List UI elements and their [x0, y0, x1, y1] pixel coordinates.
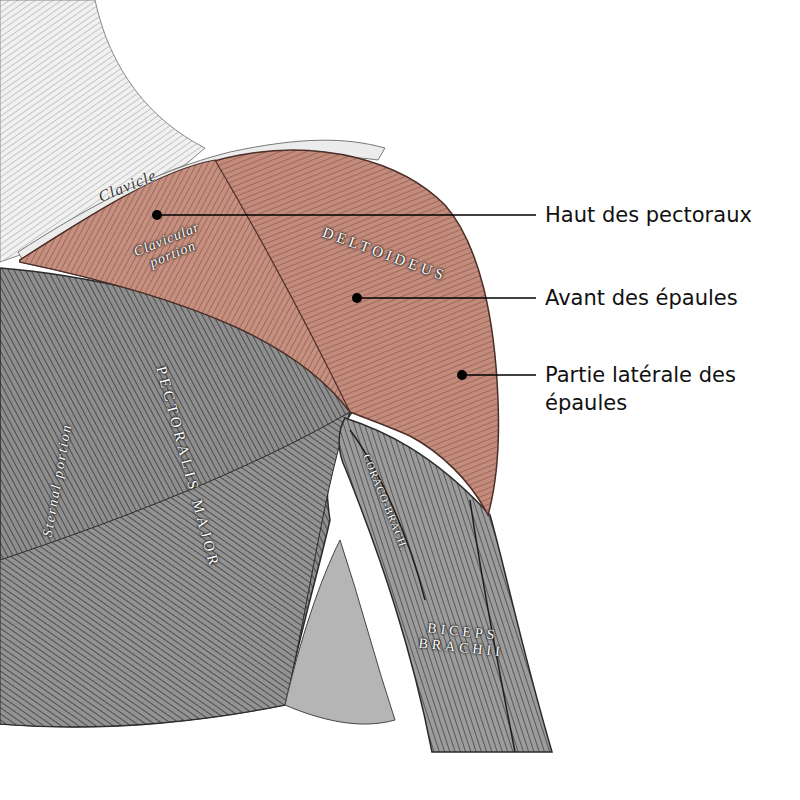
coracobrachialis-border: [350, 430, 425, 600]
callout-label: Avant des épaules: [545, 284, 790, 312]
leader-dot: [152, 210, 162, 220]
leader-line: [157, 214, 536, 216]
arm-muscles: [339, 418, 552, 752]
leader-dot: [352, 293, 362, 303]
leader-dot: [457, 370, 467, 380]
leader-line: [462, 374, 536, 376]
clavicular-portion-muscle: [20, 160, 350, 412]
deltoid-muscle: [20, 150, 498, 515]
leader-lines: [157, 215, 536, 375]
callout-label: Haut des pectoraux: [545, 201, 790, 229]
callout-label: Partie latérale des épaules: [545, 361, 790, 417]
latissimus-muscle: [285, 540, 395, 724]
leader-line: [357, 297, 536, 299]
